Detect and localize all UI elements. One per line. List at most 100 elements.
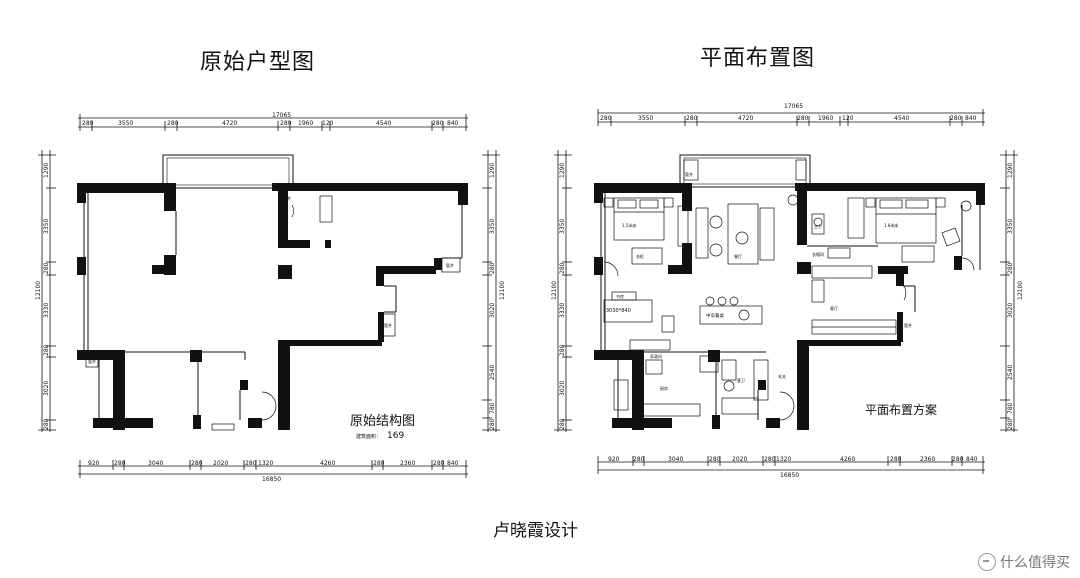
- right-top-dim: 280: [797, 115, 809, 122]
- left-bottom-dim: 280: [245, 460, 257, 467]
- right-room-label: 客厅: [830, 305, 838, 311]
- right-right-dim: 3350: [1007, 219, 1014, 234]
- left-top-dim: 4720: [222, 120, 237, 127]
- left-right-dim: 780: [489, 402, 496, 414]
- right-top-dim: 280: [600, 115, 612, 122]
- right-plan-caption: 平面布置方案: [865, 402, 937, 417]
- left-bottom-dim: 920: [88, 460, 100, 467]
- left-bottom-dim: 280: [191, 460, 203, 467]
- right-bottom-dim: 4260: [840, 456, 855, 463]
- left-right-dim: 3350: [489, 219, 496, 234]
- right-top-dim: 4540: [894, 115, 909, 122]
- right-top-dim: 120: [842, 115, 854, 122]
- right-room-label: 1.5米床: [622, 222, 636, 228]
- left-room-label: 管井: [384, 322, 392, 328]
- left-right-dim: 3020: [489, 303, 496, 318]
- watermark-text: 什么值得买: [1000, 555, 1070, 571]
- right-right-total: 12100: [1017, 281, 1024, 300]
- right-floor-plan: [554, 109, 1018, 474]
- left-room-label: 管井: [446, 262, 454, 268]
- right-bottom-dim: 3040: [668, 456, 683, 463]
- designer-credit: 卢晓霞设计: [493, 521, 578, 541]
- left-room-label: 管井: [283, 195, 291, 201]
- right-bottom-dim: 280: [633, 456, 645, 463]
- right-room-label: 管井: [904, 322, 912, 328]
- right-room-label: 家政间: [650, 353, 662, 359]
- left-bottom-dim: 2020: [213, 460, 228, 467]
- right-bottom-dim: 2360: [920, 456, 935, 463]
- left-left-dim: 280: [43, 344, 50, 356]
- watermark-logo-icon: [978, 553, 996, 571]
- right-right-dim: 1290: [1007, 163, 1014, 178]
- watermark: 什么值得买: [978, 552, 1070, 572]
- left-bottom-dim: 280: [433, 460, 445, 467]
- right-room-label: 衣帽间: [812, 251, 824, 257]
- right-top-dim: 280: [686, 115, 698, 122]
- left-left-dim: 280: [43, 418, 50, 430]
- left-left-dim: 3350: [43, 219, 50, 234]
- left-top-dim: 280: [280, 120, 292, 127]
- right-bottom-dim: 2020: [732, 456, 747, 463]
- right-right-dim: 280: [1007, 262, 1014, 274]
- right-left-dim: 1290: [559, 163, 566, 178]
- left-room-label: 管井: [88, 358, 96, 364]
- left-right-dim: 280: [489, 262, 496, 274]
- left-top-dim: 280: [82, 120, 94, 127]
- right-right-dim: 2540: [1007, 365, 1014, 380]
- right-bottom-dim: 280: [890, 456, 902, 463]
- left-bottom-total: 16850: [262, 476, 281, 483]
- left-bottom-dim: 2360: [400, 460, 415, 467]
- right-left-total: 12100: [551, 281, 558, 300]
- right-bottom-dim: 1320: [776, 456, 791, 463]
- right-right-dim: 780: [1007, 402, 1014, 414]
- left-top-dim: 3550: [118, 120, 133, 127]
- right-bottom-dim: 280: [764, 456, 776, 463]
- left-right-dim: 1290: [489, 163, 496, 178]
- right-left-dim: 3330: [559, 303, 566, 318]
- right-top-dim: 840: [965, 115, 977, 122]
- right-bottom-dim: 280: [709, 456, 721, 463]
- left-right-total: 12100: [499, 281, 506, 300]
- right-room-label: 3030*840: [606, 308, 631, 314]
- original-plan-title: 原始户型图: [200, 50, 316, 75]
- right-room-label: 管井: [685, 171, 693, 177]
- right-top-dim: 280: [950, 115, 962, 122]
- right-left-dim: 280: [559, 344, 566, 356]
- left-top-total: 17065: [272, 112, 291, 119]
- left-right-dim: 2540: [489, 365, 496, 380]
- right-top-dim: 3550: [638, 115, 653, 122]
- left-area-label: 建筑面积：: [356, 433, 381, 440]
- right-room-label: 书房: [616, 293, 624, 299]
- right-room-label: 玄关: [778, 373, 786, 379]
- left-plan-caption: 原始结构图: [350, 414, 415, 429]
- right-left-dim: 280: [559, 418, 566, 430]
- left-right-dim: 280: [489, 418, 496, 430]
- right-room-label: 客卫: [737, 377, 745, 383]
- left-area-value: 169: [387, 431, 404, 441]
- left-top-dim: 1960: [298, 120, 313, 127]
- left-bottom-dim: 4260: [320, 460, 335, 467]
- right-left-dim: 280: [559, 262, 566, 274]
- left-bottom-dim: 280: [114, 460, 126, 467]
- left-bottom-dim: 840: [447, 460, 459, 467]
- left-top-dim: 280: [432, 120, 444, 127]
- right-room-label: 衣柜: [636, 253, 644, 259]
- left-top-dim: 280: [167, 120, 179, 127]
- left-left-dim: 280: [43, 262, 50, 274]
- right-bottom-dim: 920: [608, 456, 620, 463]
- right-left-dim: 3350: [559, 219, 566, 234]
- right-bottom-dim: 280: [952, 456, 964, 463]
- right-left-dim: 3020: [559, 381, 566, 396]
- right-top-dim: 4720: [738, 115, 753, 122]
- left-left-dim: 1290: [43, 163, 50, 178]
- right-top-dim: 1960: [818, 115, 833, 122]
- left-floor-plan: [38, 114, 500, 478]
- left-bottom-dim: 1320: [258, 460, 273, 467]
- right-room-label: 主卫: [814, 223, 822, 229]
- left-bottom-dim: 3040: [148, 460, 163, 467]
- right-right-dim: 280: [1007, 418, 1014, 430]
- left-top-dim: 4540: [376, 120, 391, 127]
- left-bottom-dim: 280: [373, 460, 385, 467]
- right-bottom-total: 16850: [780, 472, 799, 479]
